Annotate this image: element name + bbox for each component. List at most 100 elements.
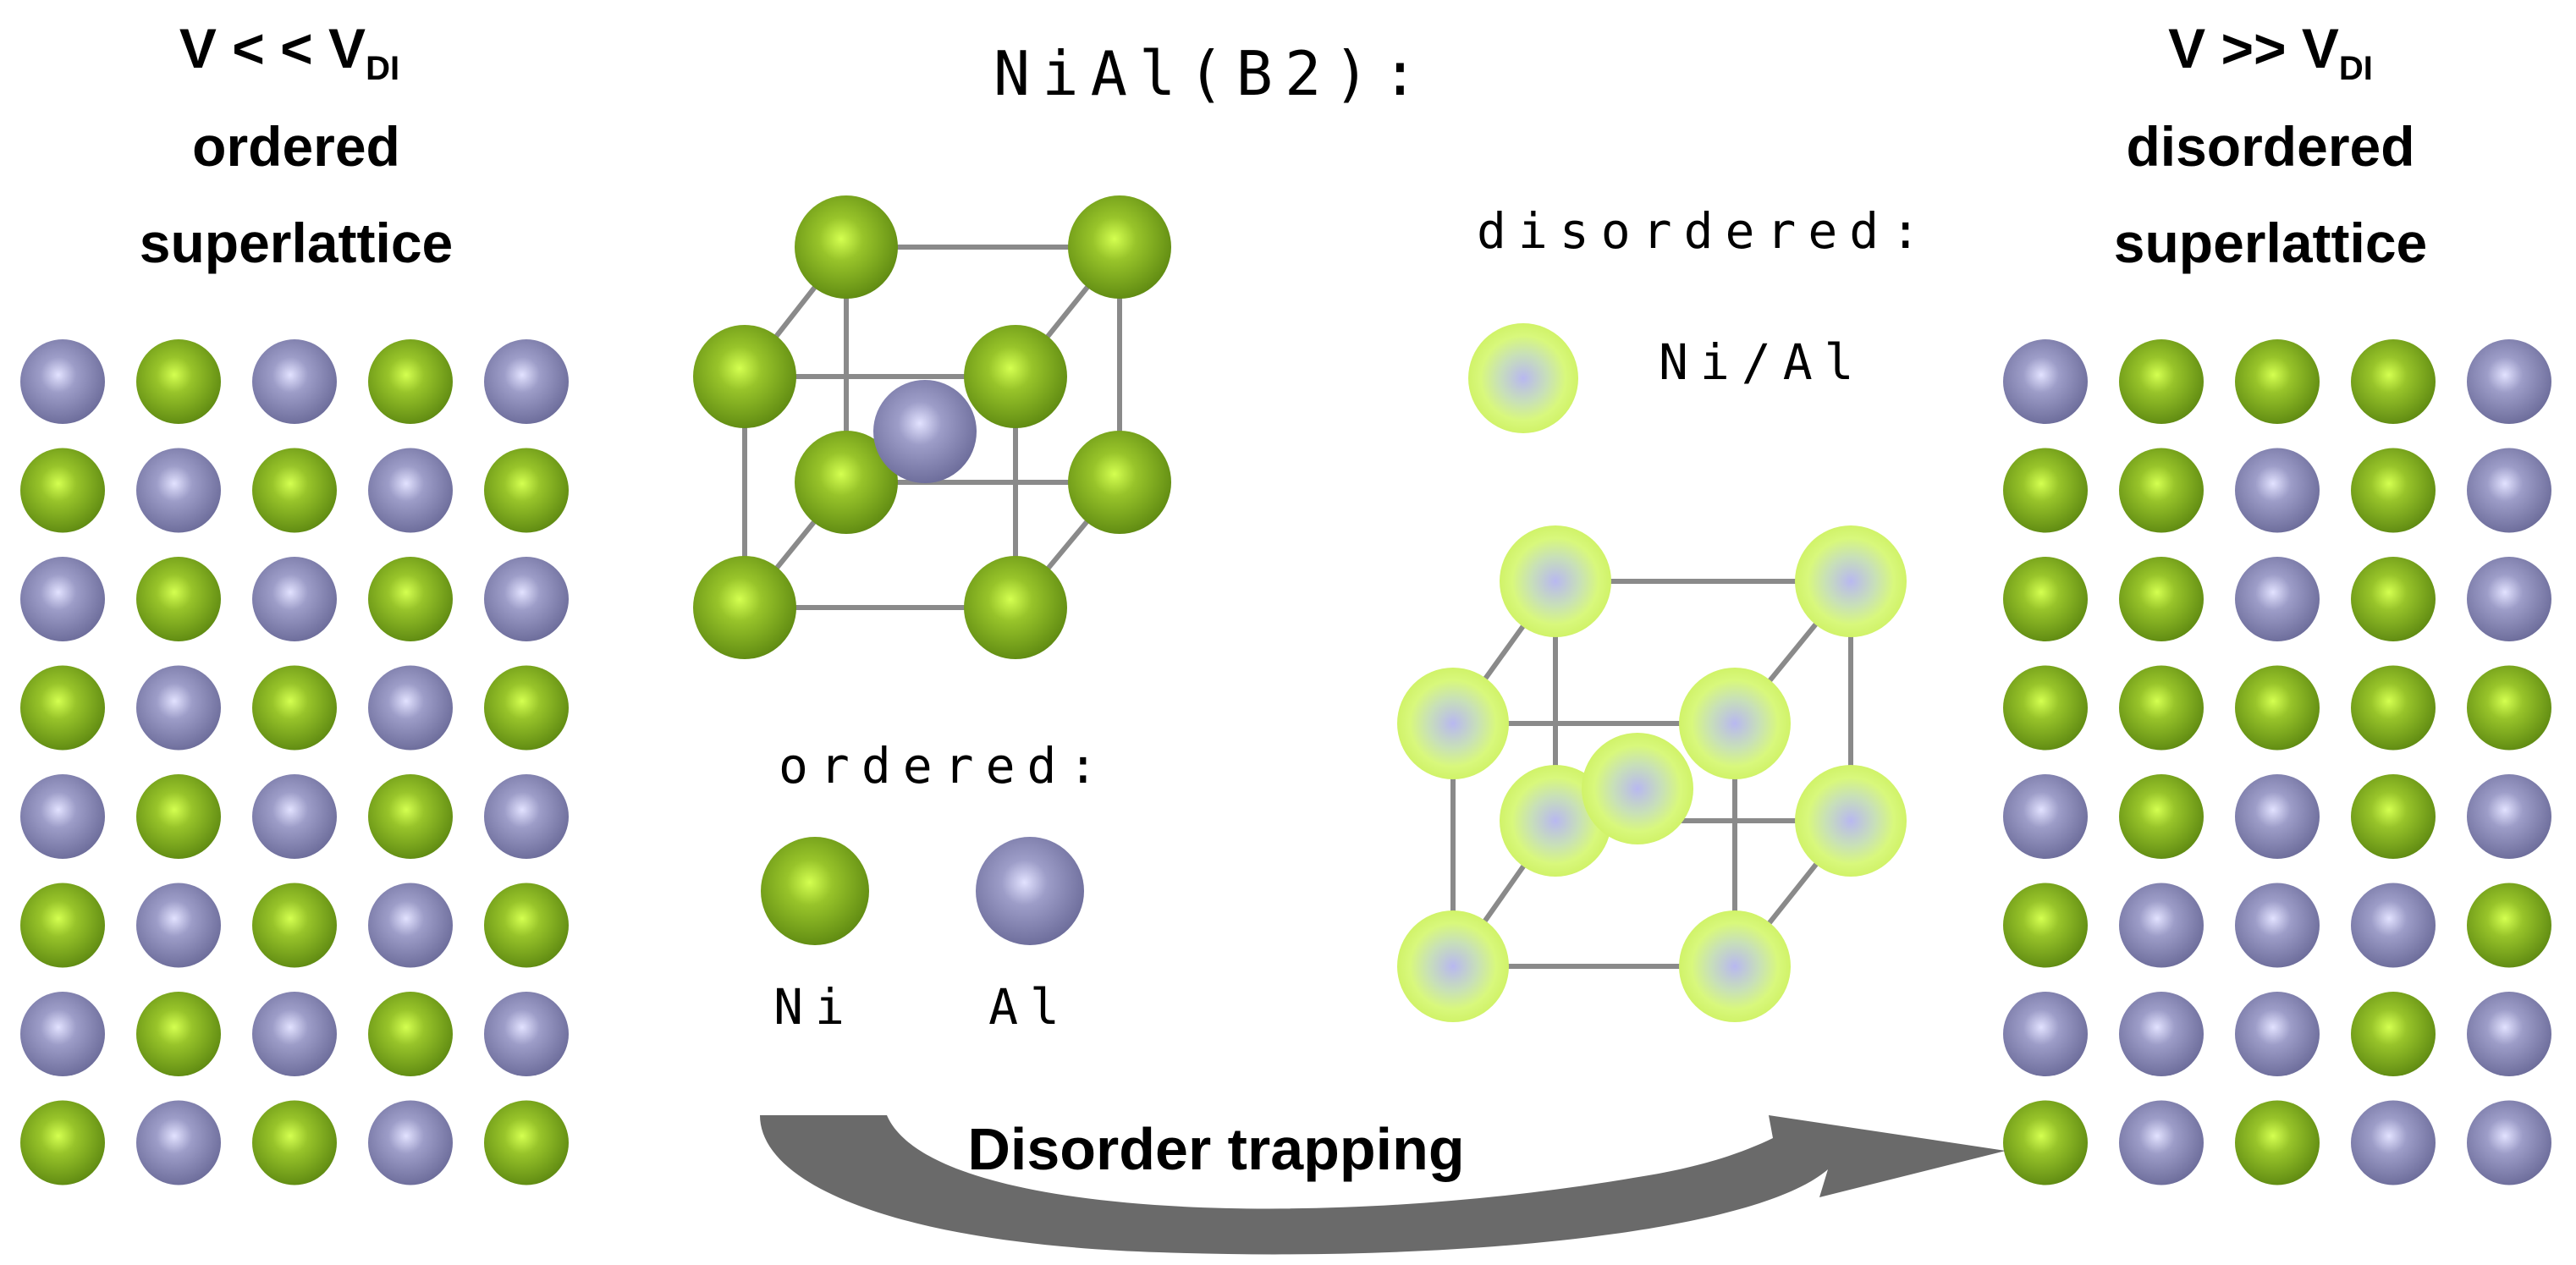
left-grid-ni-atom <box>252 448 337 533</box>
left-grid-al-atom <box>136 883 221 968</box>
left-grid-al-atom <box>484 774 569 859</box>
right-grid-ni-atom <box>2351 992 2436 1076</box>
right-grid-ni-atom <box>2351 557 2436 641</box>
disordered-atom-back-bottom-right <box>1795 765 1907 877</box>
disordered-atom-body-center <box>1582 733 1693 844</box>
right-grid-ni-atom <box>2235 1100 2320 1185</box>
left-heading-line3: superlattice <box>140 212 453 274</box>
right-grid-ni-atom <box>2119 774 2204 859</box>
left-heading-subscript: DI <box>366 50 399 87</box>
ordered-ni-atom-front-top-right <box>964 325 1067 428</box>
left-grid-ni-atom <box>252 883 337 968</box>
right-heading-main: V >> V <box>2168 17 2339 80</box>
left-heading-line2: ordered <box>192 115 400 178</box>
left-heading: V < < VDI ordered superlattice <box>140 17 453 274</box>
right-grid-al-atom <box>2235 448 2320 533</box>
right-heading: V >> VDI disordered superlattice <box>2114 17 2427 274</box>
disordered-atom-front-top-right <box>1679 668 1791 779</box>
left-grid-al-atom <box>252 774 337 859</box>
right-grid-al-atom <box>2235 883 2320 968</box>
right-grid-ni-atom <box>2351 774 2436 859</box>
left-grid-al-atom <box>368 883 453 968</box>
right-grid-al-atom <box>2003 774 2088 859</box>
left-grid-ni-atom <box>484 448 569 533</box>
ordered-unit-cell <box>693 195 1171 659</box>
right-grid-ni-atom <box>2351 665 2436 751</box>
disordered-atom-front-bottom-left <box>1397 910 1509 1022</box>
right-grid-al-atom <box>2467 448 2551 533</box>
left-grid-ni-atom <box>368 774 453 859</box>
right-atom-grid <box>2003 339 2551 1185</box>
left-grid-al-atom <box>484 557 569 641</box>
right-grid-ni-atom <box>2003 665 2088 751</box>
disorder-trapping-arrow <box>760 1115 2006 1255</box>
left-grid-ni-atom <box>20 448 105 533</box>
right-grid-ni-atom <box>2467 883 2551 968</box>
right-grid-al-atom <box>2351 883 2436 968</box>
left-grid-ni-atom <box>252 1100 337 1185</box>
right-grid-al-atom <box>2235 992 2320 1076</box>
left-grid-ni-atom <box>252 665 337 751</box>
disordered-unit-cell <box>1397 525 1907 1022</box>
left-grid-al-atom <box>20 992 105 1076</box>
left-grid-ni-atom <box>136 557 221 641</box>
left-atom-grid <box>20 339 569 1185</box>
right-grid-al-atom <box>2235 774 2320 859</box>
right-heading-subscript: DI <box>2339 50 2373 87</box>
right-grid-al-atom <box>2119 992 2204 1076</box>
legend-ni-atom <box>761 837 869 945</box>
left-grid-ni-atom <box>136 774 221 859</box>
right-grid-ni-atom <box>2003 1100 2088 1185</box>
right-grid-al-atom <box>2467 1100 2551 1185</box>
left-grid-ni-atom <box>20 665 105 751</box>
ordered-ni-atom-back-top-right <box>1068 195 1171 299</box>
left-grid-ni-atom <box>368 557 453 641</box>
right-grid-al-atom <box>2119 1100 2204 1185</box>
legend-mixed-label: Ni/Al <box>1659 333 1866 391</box>
left-grid-ni-atom <box>136 339 221 424</box>
left-grid-ni-atom <box>20 1100 105 1185</box>
ordered-ni-atom-front-bottom-left <box>693 556 796 659</box>
disordered-legend-label: disordered: <box>1477 202 1932 260</box>
structure-title: NiAl(B2): <box>994 38 1430 109</box>
left-grid-al-atom <box>484 992 569 1076</box>
ordered-al-atom-body-center <box>873 380 977 483</box>
left-grid-ni-atom <box>136 992 221 1076</box>
right-grid-ni-atom <box>2351 339 2436 424</box>
right-grid-al-atom <box>2119 883 2204 968</box>
left-grid-al-atom <box>20 339 105 424</box>
right-grid-ni-atom <box>2467 665 2551 751</box>
legend-al-label: Al <box>988 978 1071 1036</box>
right-grid-al-atom <box>2467 774 2551 859</box>
right-grid-al-atom <box>2467 339 2551 424</box>
left-grid-al-atom <box>20 774 105 859</box>
right-heading-line3: superlattice <box>2114 212 2427 274</box>
left-grid-al-atom <box>252 557 337 641</box>
legend-al-atom <box>976 837 1084 945</box>
disordered-atom-front-bottom-right <box>1679 910 1791 1022</box>
disordered-atom-back-top-right <box>1795 525 1907 637</box>
left-grid-ni-atom <box>368 339 453 424</box>
disorder-trapping-label: Disorder trapping <box>967 1116 1464 1182</box>
svg-text:V < < VDI: V < < VDI <box>179 17 399 87</box>
left-heading-main: V < < V <box>179 17 366 80</box>
right-grid-ni-atom <box>2119 557 2204 641</box>
right-heading-line2: disordered <box>2126 115 2414 178</box>
right-grid-ni-atom <box>2351 448 2436 533</box>
legend-mixed-atom <box>1468 323 1578 433</box>
right-grid-al-atom <box>2003 339 2088 424</box>
left-grid-al-atom <box>20 557 105 641</box>
left-grid-al-atom <box>368 448 453 533</box>
right-grid-ni-atom <box>2235 665 2320 751</box>
left-grid-ni-atom <box>484 665 569 751</box>
right-grid-al-atom <box>2467 992 2551 1076</box>
right-grid-ni-atom <box>2003 883 2088 968</box>
right-grid-ni-atom <box>2003 448 2088 533</box>
ordered-ni-atom-front-bottom-right <box>964 556 1067 659</box>
left-grid-al-atom <box>484 339 569 424</box>
ordered-ni-atom-back-bottom-left <box>795 431 898 534</box>
left-grid-ni-atom <box>20 883 105 968</box>
left-grid-al-atom <box>136 1100 221 1185</box>
left-grid-al-atom <box>136 448 221 533</box>
